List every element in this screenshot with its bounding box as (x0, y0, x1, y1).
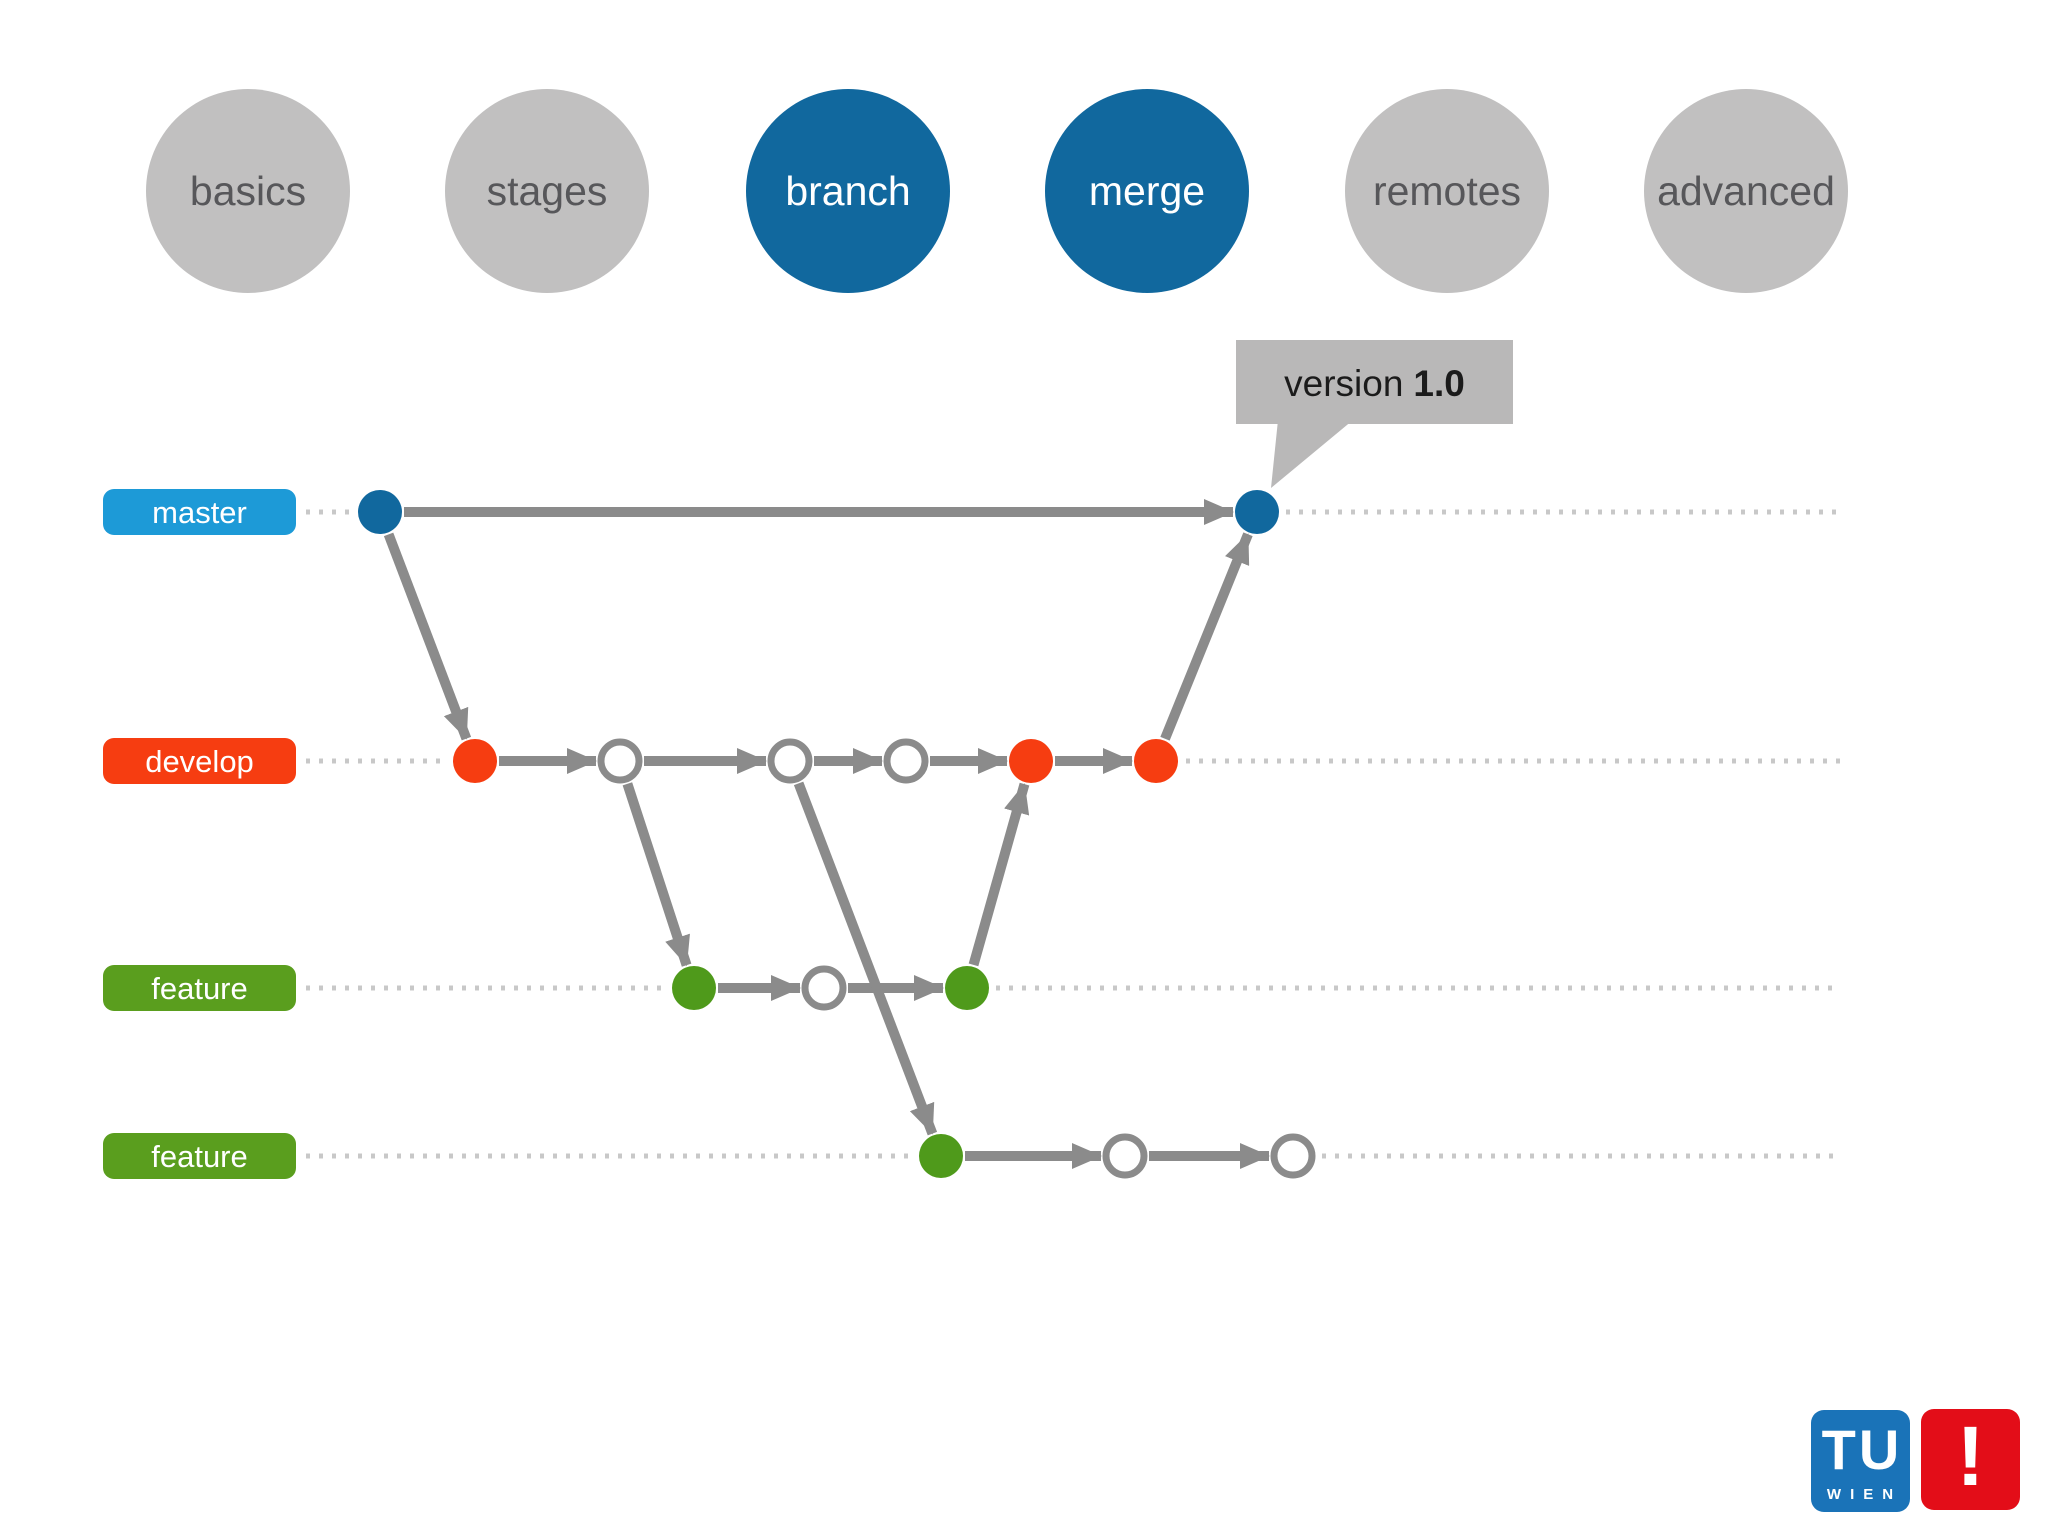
branch-label-text: master (152, 495, 247, 530)
branch-labels: master develop feature feature (103, 489, 296, 1179)
commit-arrow-d2-fa1 (622, 782, 692, 967)
commit-node-d1 (453, 739, 497, 783)
stage-circle-label: stages (486, 167, 608, 214)
exclamation-glyph: ! (1956, 1408, 1985, 1503)
commit-node-fa3 (945, 966, 989, 1010)
commit-node-d5 (1009, 739, 1053, 783)
branch-label-master: master (103, 489, 296, 535)
commit-node-d3 (767, 738, 813, 784)
branch-label-box (103, 489, 296, 535)
commit-node-d6 (1134, 739, 1178, 783)
exclamation-logo: ! (1921, 1409, 2020, 1510)
stage-circle-label: basics (189, 167, 307, 214)
commit-node-fb1 (919, 1134, 963, 1178)
branch-label-text: feature (151, 971, 248, 1006)
version-callout-prefix: version (1284, 363, 1403, 404)
commit-nodes (358, 490, 1316, 1179)
commit-arrow-d3-fb1 (793, 781, 938, 1136)
commit-arrow-d6-m2 (1160, 532, 1253, 741)
stage-nav: basics stages branch merge remotes advanced (0, 0, 2048, 300)
stage-circle-stages: stages (445, 89, 649, 293)
commit-node-fa2 (801, 965, 847, 1011)
stage-circle-label: remotes (1372, 167, 1522, 214)
branch-label-box (103, 1133, 296, 1179)
version-callout-tail (1271, 420, 1353, 488)
branch-label-box (103, 965, 296, 1011)
dotted-baselines (306, 509, 1840, 1159)
commit-node-d2 (597, 738, 643, 784)
branch-label-text: feature (151, 1139, 248, 1174)
tu-wien-logo: TU WIEN (1811, 1410, 1910, 1512)
commit-arrow-fa3-d5 (968, 782, 1030, 967)
branch-label-text: develop (145, 744, 254, 779)
stage-circle-label: advanced (1657, 167, 1835, 214)
version-callout-number: 1.0 (1413, 363, 1464, 404)
commit-arrow-m1-d1 (383, 532, 472, 741)
stage-circle-label: branch (785, 167, 911, 214)
branch-label-develop: develop (103, 738, 296, 784)
commit-node-m2 (1235, 490, 1279, 534)
commit-node-fb2 (1102, 1133, 1148, 1179)
stage-circle-label: merge (1088, 167, 1206, 214)
branch-label-box (103, 738, 296, 784)
commit-node-m1 (358, 490, 402, 534)
stage-circle-remotes: remotes (1345, 89, 1549, 293)
logo-group: TU WIEN ! (1811, 1409, 2023, 1513)
branch-label-feature-b: feature (103, 1133, 296, 1179)
commit-node-fa1 (672, 966, 716, 1010)
commit-arrows (383, 499, 1270, 1170)
commit-node-d4 (883, 738, 929, 784)
stage-circle-basics: basics (146, 89, 350, 293)
stage-circle-advanced: advanced (1644, 89, 1848, 293)
branch-label-feature-a: feature (103, 965, 296, 1011)
version-callout-box (1236, 340, 1513, 424)
tu-logo-subtext: WIEN (1826, 1486, 1903, 1503)
stage-circle-merge: merge (1045, 89, 1249, 293)
tu-logo-text: TU (1821, 1418, 1903, 1481)
commit-node-fb3 (1270, 1133, 1316, 1179)
stage-circle-branch: branch (746, 89, 950, 293)
